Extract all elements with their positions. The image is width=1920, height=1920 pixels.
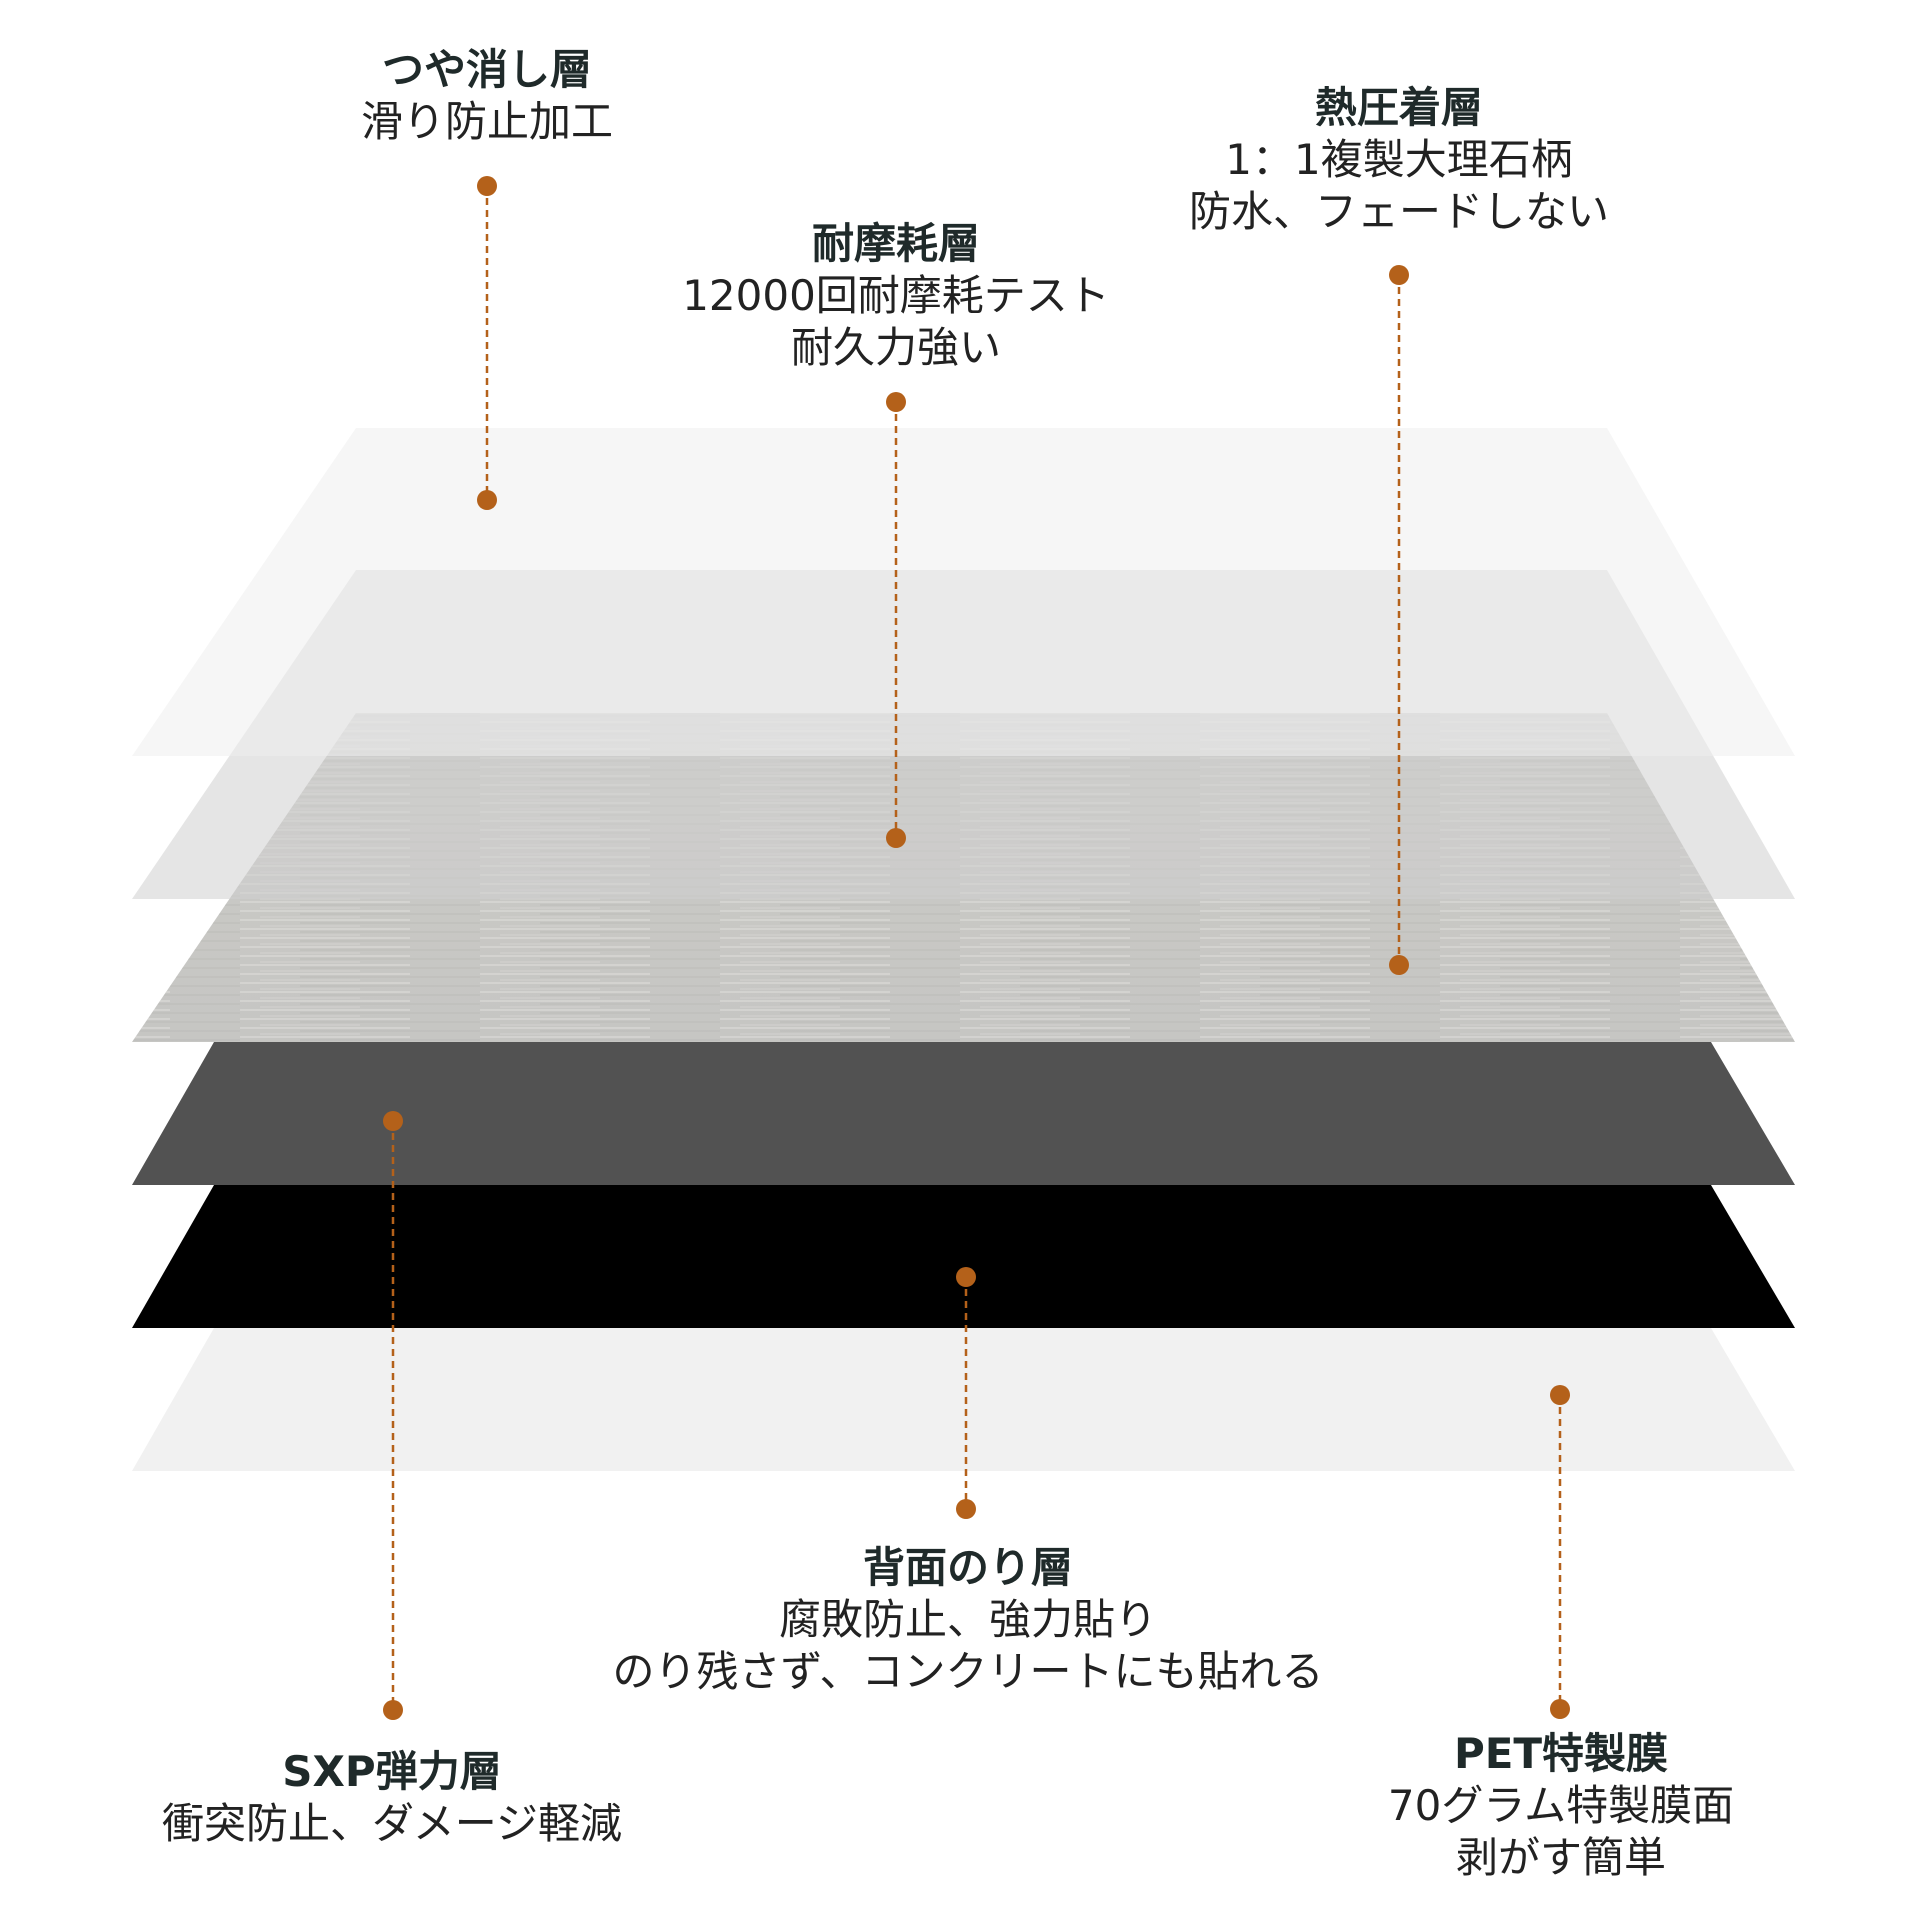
- callout-back-glue-layer: 背面のり層 腐敗防止、強力貼り のり残さず、コンクリートにも貼れる: [612, 1542, 1323, 1698]
- callout-desc: 滑り防止加工: [360, 97, 614, 146]
- callout-desc: のり残さず、コンクリートにも貼れる: [612, 1647, 1324, 1696]
- callout-title: 背面のり層: [862, 1543, 1073, 1592]
- pet-film-layer: [132, 1328, 1795, 1471]
- callout-heat-press-layer: 熱圧着層 1：1複製大理石柄 防水、フェードしない: [1189, 82, 1609, 238]
- callout-desc: 衝突防止、ダメージ軽減: [162, 1799, 622, 1848]
- leader-lines: [383, 176, 1570, 1720]
- callout-desc: 腐敗防止、強力貼り: [778, 1595, 1157, 1644]
- callout-title: PET特製膜: [1453, 1729, 1669, 1778]
- callout-title: 熱圧着層: [1314, 83, 1484, 132]
- callout-sxp-layer: SXP弾力層 衝突防止、ダメージ軽減: [162, 1746, 622, 1850]
- callout-title: SXP弾力層: [282, 1747, 502, 1796]
- callout-pet-film: PET特製膜 70グラム特製膜面 剥がす簡単: [1388, 1728, 1734, 1884]
- leader-wear: [886, 392, 906, 848]
- callout-desc: 耐久力強い: [790, 323, 1002, 372]
- leader-pet: [1550, 1385, 1570, 1719]
- leader-heat: [1389, 265, 1409, 975]
- leader-matte: [477, 176, 497, 510]
- back-glue-layer: [132, 1185, 1795, 1328]
- callout-wear-layer: 耐摩耗層 12000回耐摩耗テスト 耐久力強い: [682, 218, 1110, 374]
- callout-title: つや消し層: [381, 45, 593, 94]
- callout-desc: 12000回耐摩耗テスト: [682, 271, 1110, 320]
- sxp-elastic-layer: [132, 1042, 1795, 1185]
- callout-title: 耐摩耗層: [811, 219, 981, 268]
- callout-desc: 剥がす簡単: [1455, 1833, 1666, 1882]
- leader-glue: [956, 1267, 976, 1519]
- callout-desc: 1：1複製大理石柄: [1225, 135, 1573, 184]
- leader-sxp: [383, 1111, 403, 1720]
- matte-layer: [132, 428, 1795, 756]
- callout-desc: 70グラム特製膜面: [1387, 1781, 1735, 1830]
- callout-matte-layer: つや消し層 滑り防止加工: [361, 44, 613, 148]
- callout-desc: 防水、フェードしない: [1188, 187, 1610, 236]
